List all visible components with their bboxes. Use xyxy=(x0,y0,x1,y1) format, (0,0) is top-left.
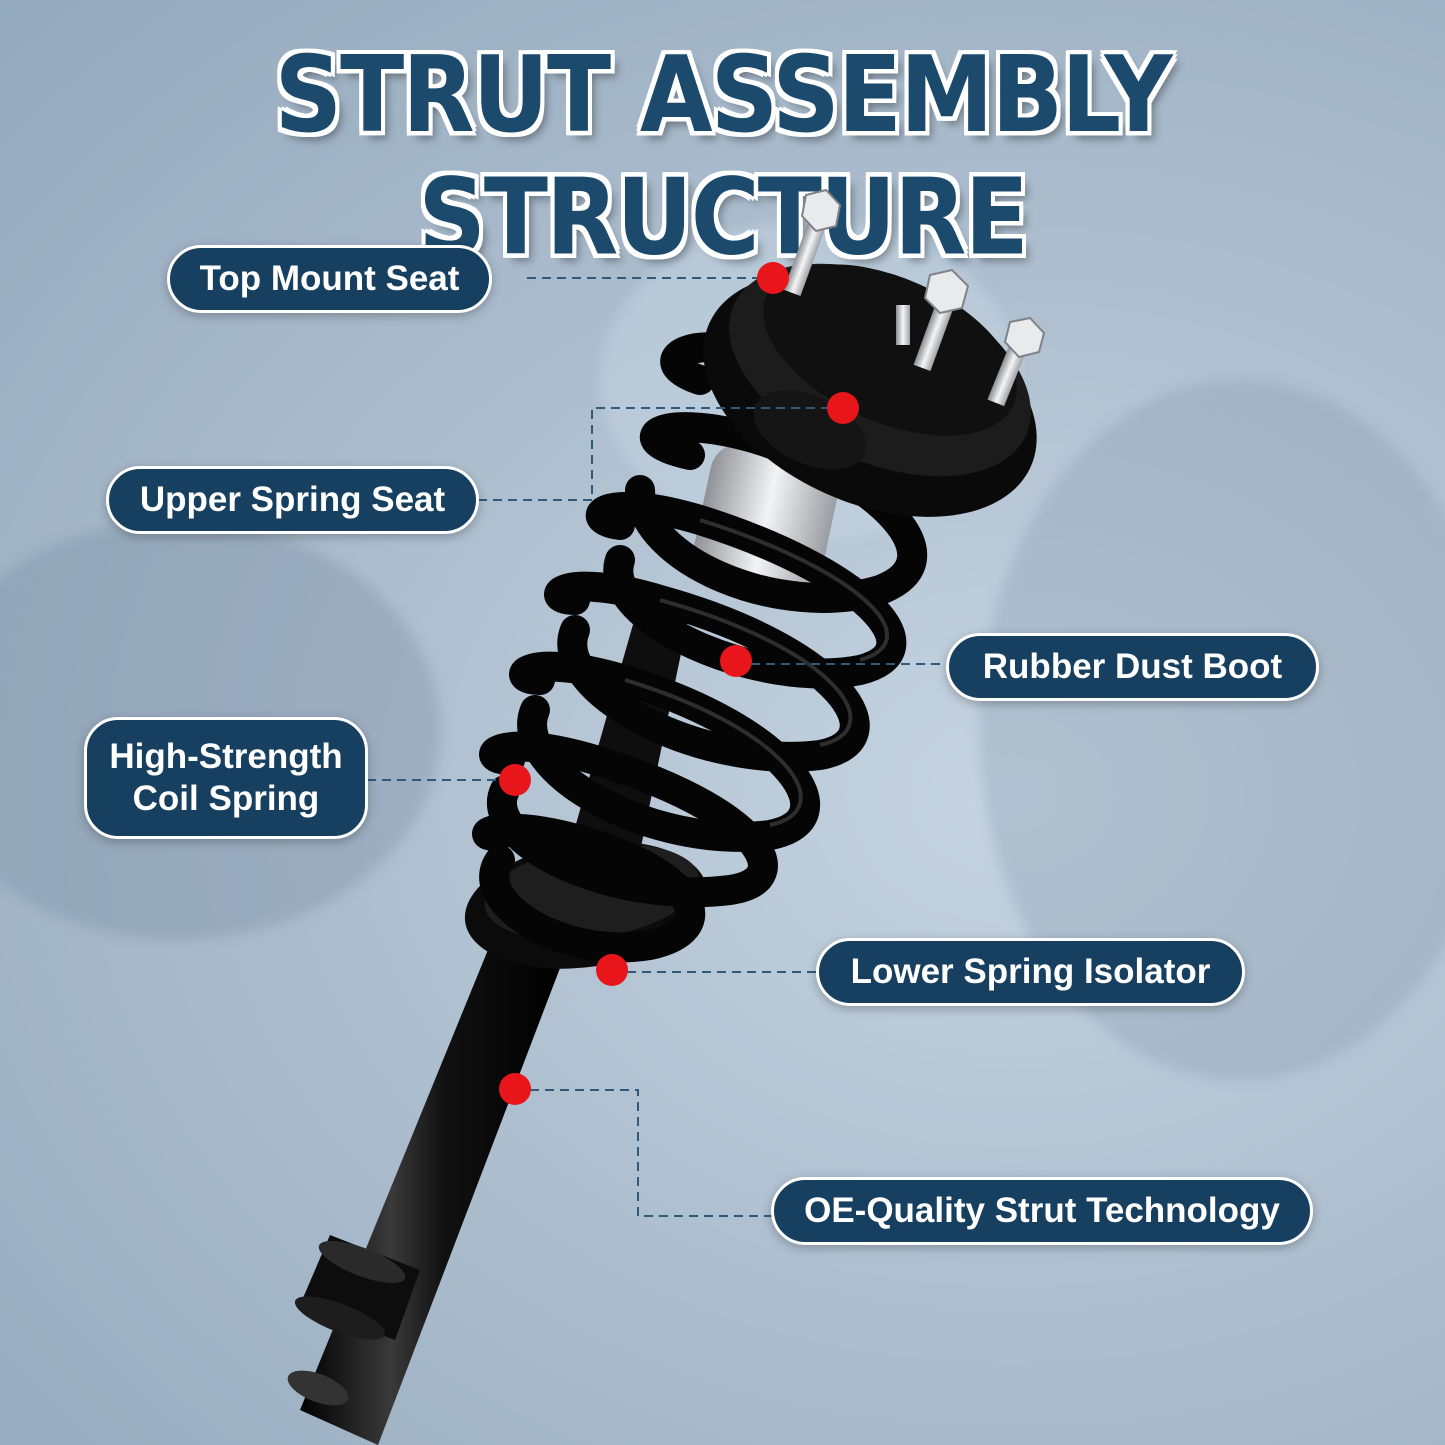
red-dot-marker xyxy=(596,954,628,986)
label-text: Lower Spring Isolator xyxy=(850,952,1211,991)
label-text: Upper Spring Seat xyxy=(139,480,446,519)
mounting-stud xyxy=(896,305,910,345)
label-text: Top Mount Seat xyxy=(199,259,460,298)
mounting-bolt xyxy=(987,316,1046,407)
mounting-bolt xyxy=(783,188,842,296)
label-strut-technology: OE-Quality Strut Technology xyxy=(771,1177,1313,1245)
red-dot-marker xyxy=(499,1073,531,1105)
label-rubber-dust-boot: Rubber Dust Boot xyxy=(946,633,1319,701)
red-dot-marker xyxy=(499,764,531,796)
label-high-strength-coil-spring: High-Strength Coil Spring xyxy=(84,717,368,839)
shock-body-tube xyxy=(287,940,560,1445)
red-dot-marker xyxy=(827,392,859,424)
label-text: OE-Quality Strut Technology xyxy=(804,1191,1280,1230)
leader-line-strut-technology xyxy=(515,1089,772,1217)
red-dot-marker xyxy=(720,645,752,677)
coil-spring-highlights xyxy=(624,518,890,827)
page-title: STRUT ASSEMBLY STRUCTURE xyxy=(274,34,1172,280)
label-text: Rubber Dust Boot xyxy=(982,647,1283,686)
label-top-mount-seat: Top Mount Seat xyxy=(167,245,492,313)
mounting-bolt xyxy=(913,268,970,371)
red-dot-marker xyxy=(757,262,789,294)
leader-line-upper-spring-seat xyxy=(478,407,843,501)
label-upper-spring-seat: Upper Spring Seat xyxy=(106,466,479,534)
label-lower-spring-isolator: Lower Spring Isolator xyxy=(816,938,1245,1006)
label-text: High-Strength Coil Spring xyxy=(109,737,343,818)
